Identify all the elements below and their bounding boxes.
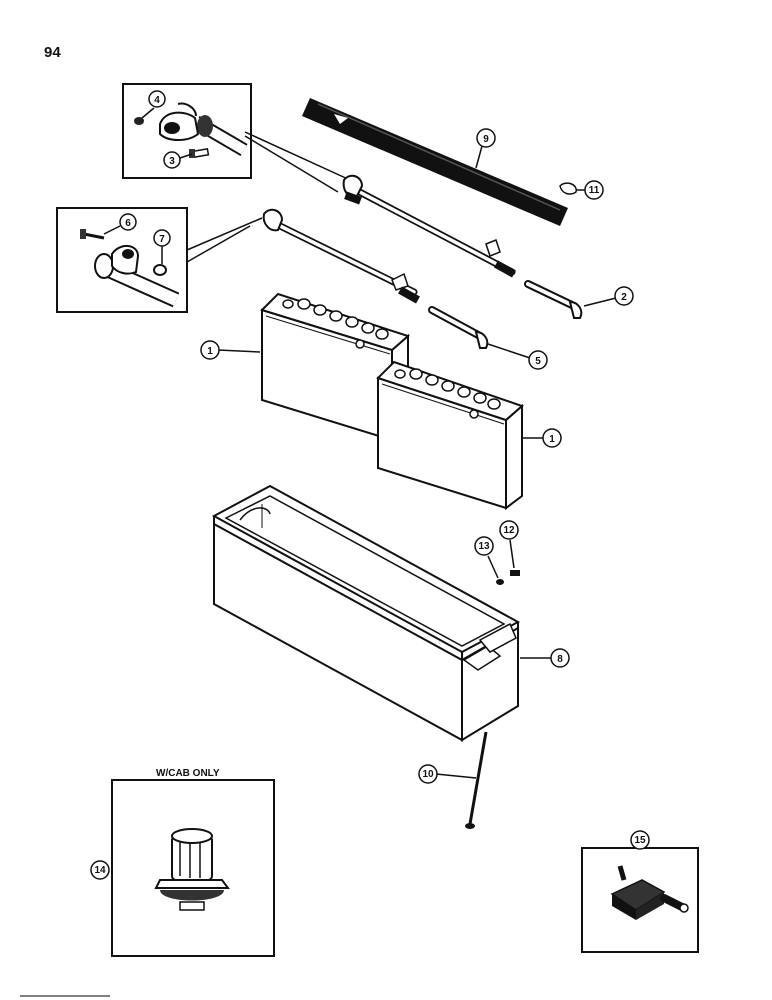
battery-cable-short-2 [524,280,583,319]
hold-down-strap [302,98,568,226]
svg-text:9: 9 [483,134,489,145]
svg-text:5: 5 [535,356,541,367]
callout-11: 11 [576,180,604,200]
hold-down-rod [465,731,488,829]
callout-5: 5 [487,343,548,370]
callout-9: 9 [475,128,496,169]
inset-cab-only: W/CAB ONLY [111,768,275,957]
callout-15: 15 [630,830,650,850]
battery-cable-lower [262,208,420,304]
callout-2: 2 [583,286,634,307]
inset-terminal-cover [581,847,699,953]
callout-13: 13 [474,536,499,579]
page-number: 94 [44,44,61,61]
callout-8: 8 [520,648,570,668]
callout-14: 14 [90,860,110,880]
battery-box [211,484,521,742]
svg-text:1: 1 [549,434,555,445]
svg-text:6: 6 [125,218,131,229]
svg-text:8: 8 [557,654,563,665]
callout-1a: 1 [200,340,261,360]
svg-text:2: 2 [621,292,627,303]
svg-text:14: 14 [94,865,106,876]
svg-text:1: 1 [207,346,213,357]
callout-6: 6 [103,213,137,235]
bolt-12-nut-13 [496,570,520,585]
terminal-detail-inset-upper [122,83,252,179]
svg-text:4: 4 [154,95,160,106]
callout-3: 3 [163,151,193,169]
callout-10: 10 [418,764,477,784]
svg-text:11: 11 [589,185,600,196]
clip-11 [559,182,577,195]
svg-text:3: 3 [169,156,175,167]
battery-cable-short-5 [428,306,489,349]
callout-4: 4 [141,90,166,119]
svg-text:15: 15 [634,835,646,846]
cab-only-label: W/CAB ONLY [156,768,220,779]
battery-front [376,360,524,510]
svg-text:13: 13 [478,541,490,552]
callout-12: 12 [499,520,519,569]
svg-text:12: 12 [503,525,515,536]
svg-text:10: 10 [422,769,434,780]
battery-cable-long [342,174,516,278]
callout-7: 7 [153,229,171,264]
callout-1b: 1 [522,428,562,448]
svg-text:7: 7 [159,234,165,245]
